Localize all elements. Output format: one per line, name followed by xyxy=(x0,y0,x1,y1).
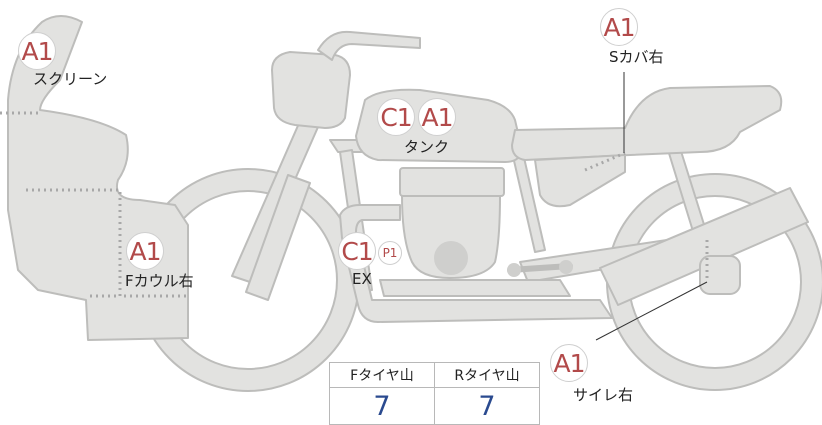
s-cover-label: Sカバ右 xyxy=(609,48,664,66)
silencer xyxy=(599,187,809,306)
ex-grade-badge: C1 xyxy=(338,232,376,270)
ex-sub-grade-badge: P1 xyxy=(378,241,402,265)
ex-label: EX xyxy=(352,270,372,288)
tire-table-value-row: 7 7 xyxy=(329,387,540,425)
screen-label: スクリーン xyxy=(33,70,108,88)
tire-tread-table: Fタイヤ山 Rタイヤ山 7 7 xyxy=(329,362,540,425)
s-cover-grade-badge: A1 xyxy=(600,8,638,46)
tank-grade-badge-2: A1 xyxy=(418,98,456,136)
tank-label: タンク xyxy=(404,138,450,156)
engine-top xyxy=(399,167,505,197)
rear-tire-header: Rタイヤ山 xyxy=(434,362,540,388)
screen-grade-badge: A1 xyxy=(18,32,56,70)
front-tire-header: Fタイヤ山 xyxy=(329,362,435,388)
side-cover xyxy=(534,154,626,208)
leader-silencer xyxy=(595,281,708,341)
f-cowl-grade-badge: A1 xyxy=(126,232,164,270)
front-tire-value: 7 xyxy=(329,387,435,425)
tank-grade-badge-1: C1 xyxy=(377,98,415,136)
headlight xyxy=(271,51,351,129)
tire-table-header-row: Fタイヤ山 Rタイヤ山 xyxy=(329,362,540,388)
silencer-label: サイレ右 xyxy=(573,386,634,404)
silencer-grade-badge: A1 xyxy=(550,344,588,382)
rear-tire-value: 7 xyxy=(434,387,540,425)
exhaust-pipe xyxy=(339,204,613,323)
seat xyxy=(511,85,783,161)
engine xyxy=(401,195,501,279)
f-cowl-label: Fカウル右 xyxy=(125,272,194,290)
